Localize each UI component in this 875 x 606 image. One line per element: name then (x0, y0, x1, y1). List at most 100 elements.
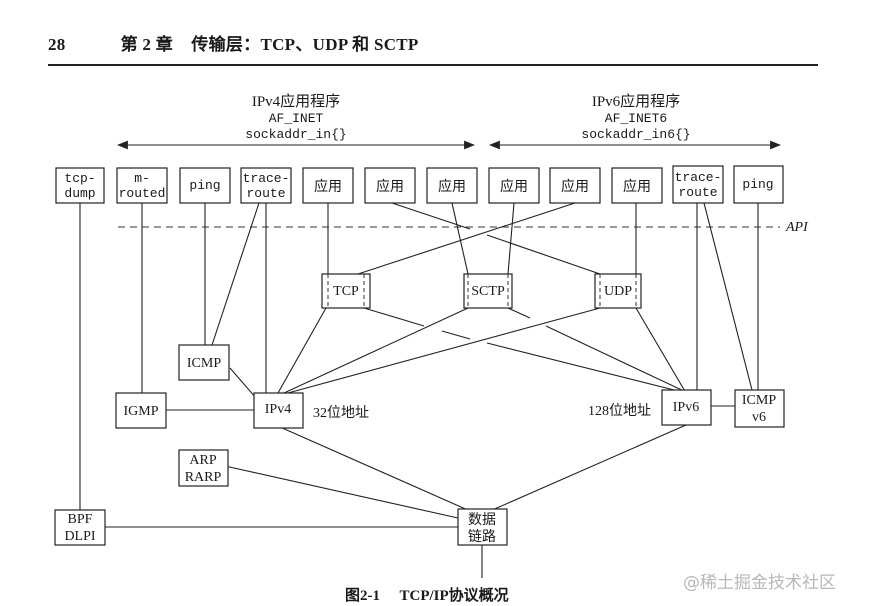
box-label: 应用 (623, 178, 651, 195)
icmpv6-box[interactable]: ICMP (734, 389, 785, 428)
ipv4-struct: sockaddr_in{} (245, 127, 346, 142)
box-label: ARP (189, 453, 216, 468)
page-header: 28 第 2 章 传输层：TCP、UDP 和 SCTP (48, 30, 419, 55)
app-box-traceroute-ipv4[interactable]: trace- route (240, 167, 292, 204)
chapter-label: 第 2 章 (120, 35, 174, 54)
api-label: API (785, 220, 809, 235)
box-frame (54, 509, 106, 546)
box-frame (55, 167, 105, 204)
box-label: ping (189, 178, 220, 193)
link-icmp-ipv4 (229, 367, 257, 399)
app-box-app6[interactable]: 应用 (611, 167, 663, 204)
link-ipv4-datalink (279, 426, 471, 512)
icmp-box[interactable]: ICMP (178, 344, 230, 381)
link-sctp-ipv6-b (545, 325, 689, 394)
box-label: 应用 (438, 178, 466, 195)
app-box-app1[interactable]: 应用 (302, 167, 354, 204)
ipv6-af: AF_INET6 (605, 111, 667, 126)
ipv4-af: AF_INET (269, 111, 324, 126)
igmp-box[interactable]: IGMP (115, 392, 167, 429)
udp-box[interactable]: UDP (594, 273, 642, 309)
app-box-ping-ipv4[interactable]: ping (179, 167, 231, 204)
ipv4-address-label: 32位地址 (313, 405, 369, 421)
bpf-dlpi-box[interactable]: BPF DLPI (54, 509, 106, 546)
chapter-title: 传输层：TCP、UDP 和 SCTP (191, 35, 419, 54)
link-arp-datalink (224, 465, 459, 519)
ipv4-family-label: IPv4应用程序 AF_INET sockaddr_in{} (245, 92, 346, 142)
icmpv6-line2: v6 (752, 410, 766, 425)
app-box-app5[interactable]: 应用 (549, 167, 601, 204)
box-label: UDP (604, 284, 632, 299)
box-frame (661, 389, 712, 426)
box-label: m- (134, 171, 150, 186)
box-label: ping (742, 177, 773, 192)
link-layer: BPF DLPI 数据 链路 (54, 508, 508, 546)
link-traceroute6-icmpv6 (703, 202, 753, 391)
app-box-ping-ipv6[interactable]: ping (733, 165, 784, 204)
network-layer: ICMP IGMP IPv4 32位地址 128位地址 IPv6 ICMP v6… (115, 344, 785, 487)
ipv4-box[interactable]: IPv4 (253, 392, 304, 429)
box-label: ICMP (187, 356, 221, 371)
box-frame (594, 273, 642, 309)
box-frame (488, 167, 540, 204)
box-frame (672, 165, 724, 204)
box-label: IGMP (123, 404, 158, 419)
datalink-box[interactable]: 数据 链路 (457, 508, 508, 546)
box-label: 应用 (314, 178, 342, 195)
box-frame (426, 167, 478, 204)
link-app5-tcp (357, 202, 576, 275)
link-app3-sctp (451, 202, 469, 275)
box-label: IPv4 (265, 402, 291, 417)
ipv6-box[interactable]: IPv6 (661, 389, 712, 426)
box-label: routed (119, 186, 166, 201)
box-frame (321, 273, 371, 309)
box-label: IPv6 (673, 400, 699, 415)
figure-caption: 图2-1 TCP/IP协议概况 (345, 584, 509, 605)
app-box-traceroute-ipv6[interactable]: trace- route (672, 165, 724, 204)
box-label: tcp- (64, 171, 95, 186)
arp-rarp-box[interactable]: ARP RARP (178, 449, 229, 487)
box-frame (733, 165, 784, 204)
page-number: 28 (48, 35, 66, 54)
box-label: RARP (185, 470, 222, 485)
figure-number: 图2-1 (345, 588, 380, 604)
box-frame (734, 389, 785, 428)
sctp-box[interactable]: SCTP (463, 273, 513, 309)
box-label: SCTP (471, 284, 505, 299)
link-app4-sctp (507, 202, 515, 275)
ipv6-family-label: IPv6应用程序 AF_INET6 sockaddr_in6{} (581, 92, 690, 142)
tcp-box[interactable]: TCP (321, 273, 371, 309)
box-frame (115, 392, 167, 429)
app-box-app3[interactable]: 应用 (426, 167, 478, 204)
box-frame (457, 508, 508, 546)
app-box-app4[interactable]: 应用 (488, 167, 540, 204)
link-udp-ipv6 (635, 307, 687, 394)
app-box-mrouted[interactable]: m- routed (116, 167, 168, 204)
box-label: route (678, 185, 717, 200)
app-box-tcpdump[interactable]: tcp- dump (55, 167, 105, 204)
header-rule (48, 64, 818, 66)
link-sctp-ipv4 (283, 307, 469, 394)
connections (79, 202, 759, 578)
box-frame (179, 167, 231, 204)
box-label: trace- (243, 171, 290, 186)
box-label: TCP (333, 284, 359, 299)
link-sctp-ipv6-a (507, 307, 531, 319)
link-udp-ipv4 (287, 307, 601, 394)
app-box-app2[interactable]: 应用 (364, 167, 416, 204)
box-frame (116, 167, 168, 204)
box-frame (178, 449, 229, 487)
box-label: BPF (68, 512, 93, 527)
link-app2-udp-a (391, 202, 471, 230)
ipv4-family-title: IPv4应用程序 (252, 92, 340, 110)
box-frame (463, 273, 513, 309)
box-label: trace- (675, 170, 722, 185)
link-traceroute-icmp (211, 202, 260, 346)
link-app2-udp-b (486, 234, 601, 275)
box-frame (253, 392, 304, 429)
link-ipv6-datalink (489, 424, 687, 512)
box-label: 数据 (468, 512, 496, 528)
box-frame (549, 167, 601, 204)
application-row: tcp- dump m- routed ping trace- route 应用… (55, 165, 784, 204)
